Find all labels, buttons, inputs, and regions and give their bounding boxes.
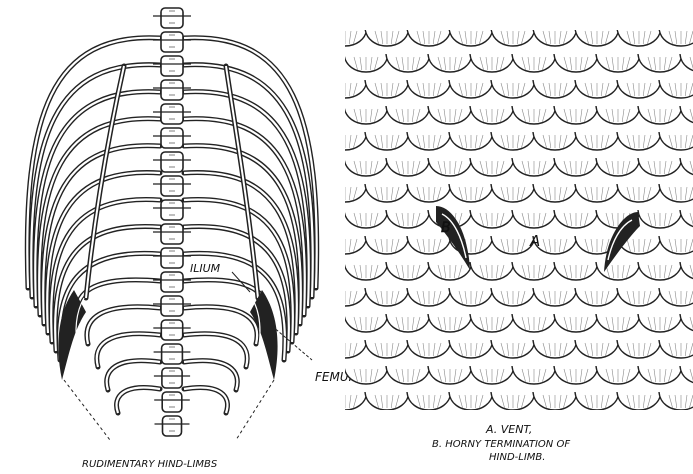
scale <box>302 54 346 72</box>
scale <box>680 54 693 72</box>
caption-hind-limb: HIND-LIMB. <box>489 452 545 463</box>
vertebra <box>155 416 190 436</box>
python-skeleton-figure: ILIUM FEMUR RUDIMENTARY HIND-LIMBS <box>27 8 357 470</box>
marker-a: A <box>529 232 540 250</box>
rib-left <box>87 307 160 344</box>
caption-vent: A. VENT, <box>485 423 532 436</box>
vertebra <box>153 200 191 220</box>
caption-horny: B. HORNY TERMINATION OF <box>432 439 570 450</box>
scale <box>302 314 346 332</box>
scale <box>428 418 472 436</box>
vertebra <box>153 32 191 52</box>
scale <box>680 314 693 332</box>
right-claw <box>250 290 278 380</box>
ilium-label: ILIUM <box>190 262 221 275</box>
scale <box>554 418 598 436</box>
scale <box>302 106 346 124</box>
vertebra <box>154 392 190 412</box>
scale <box>344 418 388 436</box>
scale <box>680 106 693 124</box>
vertebra <box>153 176 191 196</box>
marker-b: B <box>441 220 451 236</box>
vertebral-column <box>153 8 191 436</box>
scale <box>680 366 693 384</box>
vertebra <box>153 248 191 268</box>
scale <box>680 210 693 228</box>
rudimentary-pointer-left <box>64 380 110 440</box>
scale <box>680 418 693 436</box>
vent-scales-figure: B A A. VENT, B. HORNY TERMINATION OF HIN… <box>281 28 693 463</box>
scale <box>596 418 640 436</box>
scale <box>281 392 325 410</box>
scale <box>680 262 693 280</box>
scale <box>680 158 693 176</box>
scale <box>386 418 430 436</box>
vertebra <box>153 8 191 28</box>
vertebra <box>154 368 190 388</box>
vertebra <box>153 152 191 172</box>
rudimentary-pointer-right <box>236 380 274 440</box>
rib-right <box>184 307 257 344</box>
scale <box>302 418 346 436</box>
scale <box>638 418 682 436</box>
scale <box>281 28 325 46</box>
rudimentary-hind-limbs-label: RUDIMENTARY HIND-LIMBS <box>82 459 218 470</box>
